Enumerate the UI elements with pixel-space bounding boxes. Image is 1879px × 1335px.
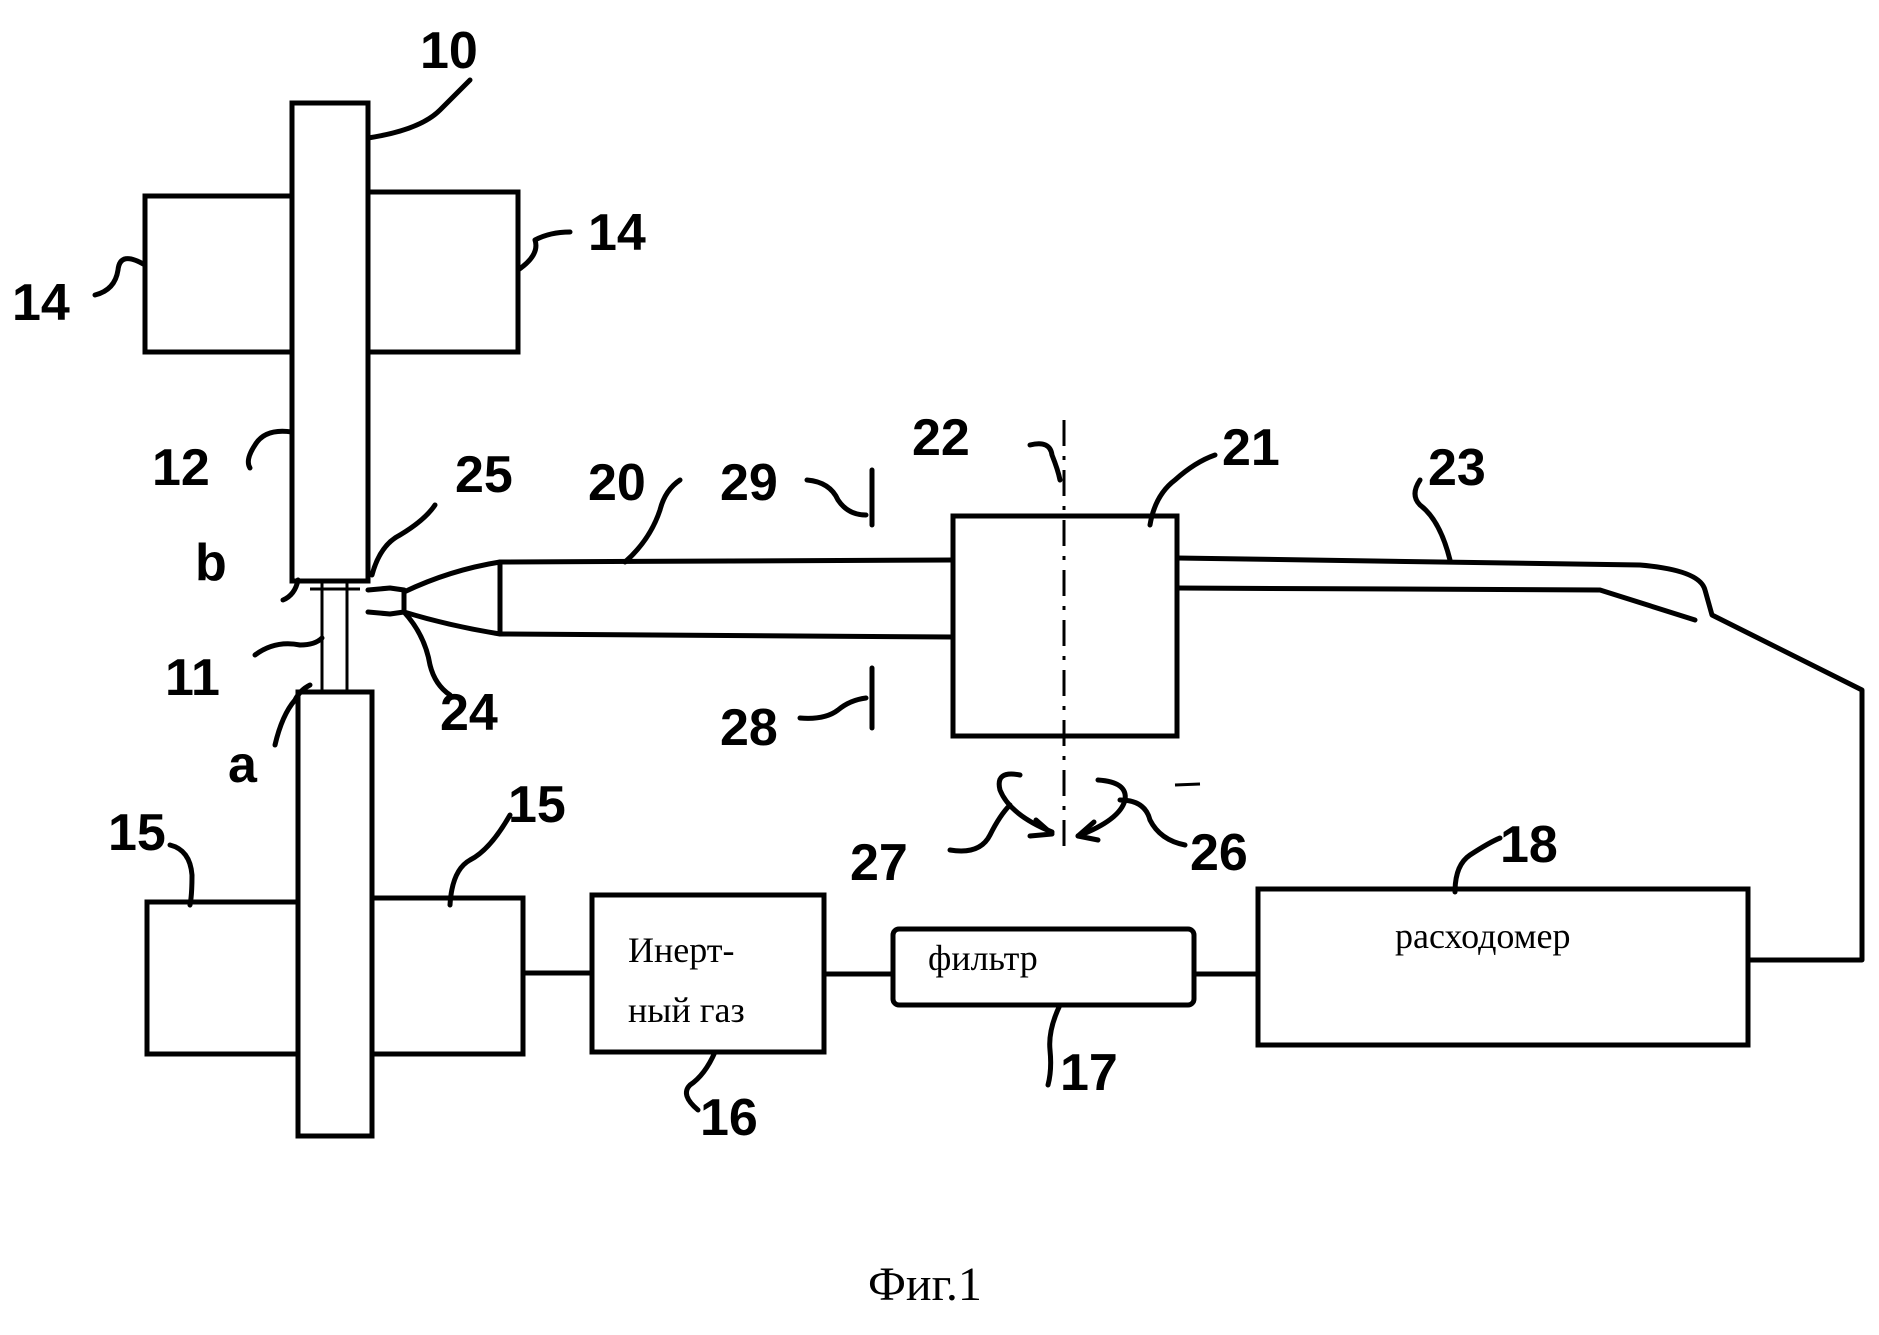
ref-28: 28 [720,699,778,757]
leader-14-right [518,232,570,270]
lower-rod [298,692,372,1136]
leader-17 [1048,1005,1060,1085]
inert-gas-text-line2: ный газ [628,990,745,1030]
leader-15-right [450,815,510,905]
rotation-arrow-27 [999,774,1052,832]
upper-rod [292,103,368,581]
ref-10: 10 [420,22,478,80]
ref-26: 26 [1190,824,1248,882]
filter-text: фильтр [928,938,1038,978]
leader-15-left [170,845,192,905]
ref-18: 18 [1500,816,1558,874]
ref-17: 17 [1060,1044,1118,1102]
tick-26 [1175,784,1200,785]
ref-14-right: 14 [588,204,646,262]
flowmeter-block [1258,889,1748,1045]
upper-heater-right [368,192,518,352]
leader-28 [800,698,866,718]
leader-25 [372,505,435,575]
ref-15-left: 15 [108,804,166,862]
leader-26 [1120,800,1185,845]
nozzle [368,588,404,614]
leader-10 [368,80,470,138]
lower-heater-left [147,902,298,1054]
inert-gas-text-line1: Инерт- [628,930,735,970]
ref-22: 22 [912,409,970,467]
leader-29 [807,480,866,515]
ref-24: 24 [440,684,498,742]
ref-16: 16 [700,1089,758,1147]
funnel [404,562,500,634]
leader-22 [1030,444,1060,480]
ref-23: 23 [1428,439,1486,497]
flowmeter-text: расходомер [1395,916,1570,956]
ref-21: 21 [1222,419,1280,477]
leader-14-left [95,259,145,295]
lower-heater-right [372,898,523,1054]
ref-12: 12 [152,439,210,497]
upper-heater-left [145,196,292,352]
ref-29: 29 [720,454,778,512]
ref-27: 27 [850,834,908,892]
ref-25: 25 [455,446,513,504]
tube-20-top [500,560,953,562]
figure-caption: Фиг.1 [868,1258,982,1311]
leader-12 [248,431,292,468]
tube-20-bottom [500,634,953,637]
leader-18 [1455,838,1500,892]
ref-b: b [195,534,227,592]
ref-a: a [228,736,258,794]
ref-11: 11 [165,649,220,707]
leader-11 [255,638,322,655]
ref-14-left: 14 [12,274,70,332]
ref-20: 20 [588,454,646,512]
ref-15-right: 15 [508,776,566,834]
tube-23-inner [1177,588,1695,620]
leader-27 [950,805,1010,851]
